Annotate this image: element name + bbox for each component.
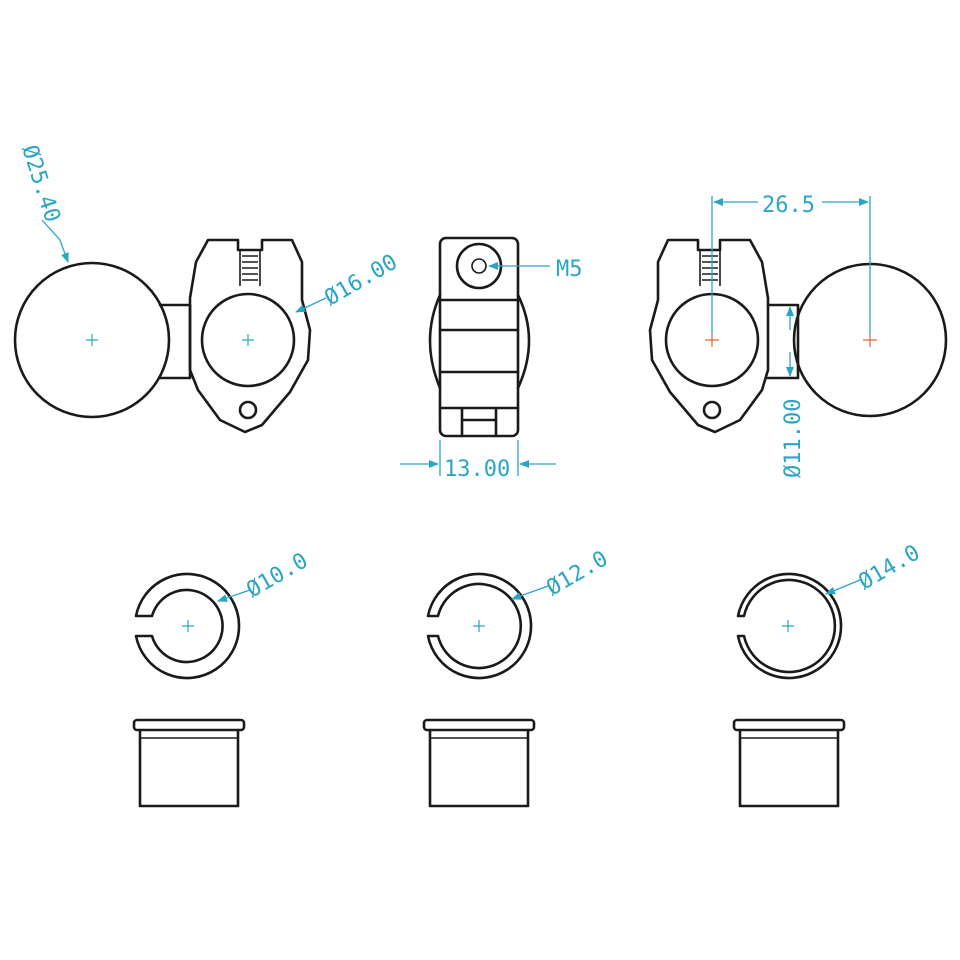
screw-label: M5 xyxy=(556,257,583,282)
insert-large-side-view xyxy=(732,718,846,808)
left-hinge-pin xyxy=(238,400,258,420)
clamp-bore-label: Ø16.00 xyxy=(321,250,402,311)
center-distance-label: 26.5 xyxy=(762,193,815,218)
insert-medium-label: Ø12.0 xyxy=(543,546,613,601)
left-ball-mount-view: Ø25.40 Ø16.00 xyxy=(13,142,402,434)
insert-medium-center-mark xyxy=(473,620,485,632)
ball-diameter-label: Ø25.40 xyxy=(16,142,64,225)
center-clamp-side-view: M5 13.00 xyxy=(400,236,583,482)
left-clamp-body xyxy=(188,238,312,434)
insert-large-ring xyxy=(736,572,843,680)
right-hinge-pin xyxy=(702,400,722,420)
insert-small-side-view xyxy=(132,718,246,808)
insert-large-leader xyxy=(825,579,861,595)
left-ball xyxy=(13,261,171,419)
insert-small-top-view: Ø10.0 xyxy=(134,548,313,680)
center-screw-head xyxy=(471,258,487,274)
right-clamp-body xyxy=(648,238,770,434)
insert-medium-top-view: Ø12.0 xyxy=(426,546,613,680)
insert-small-leader xyxy=(217,589,251,602)
insert-large-center-mark xyxy=(782,620,794,632)
insert-medium-flange xyxy=(422,718,536,732)
width-label: 13.00 xyxy=(444,457,510,482)
center-clamp-edges xyxy=(438,298,520,438)
insert-large-flange xyxy=(732,718,846,732)
left-bore-center-mark xyxy=(242,334,254,346)
insert-medium-leader xyxy=(511,585,549,600)
insert-medium-body xyxy=(428,728,530,808)
right-ball-center-mark xyxy=(863,333,877,347)
right-ball-mount-view: 26.5 Ø11.00 xyxy=(648,193,948,478)
insert-large-label: Ø14.0 xyxy=(855,540,925,595)
left-ball-center-mark xyxy=(86,334,98,346)
right-clamp-screw xyxy=(699,249,721,286)
insert-small-ring xyxy=(134,572,241,680)
insert-small-body xyxy=(138,728,240,808)
left-clamp-bore xyxy=(200,292,296,388)
ball-diameter-leader xyxy=(41,219,69,263)
right-ball-neck xyxy=(766,303,800,380)
center-clamp-body xyxy=(438,236,520,438)
neck-diameter-label: Ø11.00 xyxy=(781,399,806,478)
insert-small-center-mark xyxy=(182,620,194,632)
insert-small-label: Ø10.0 xyxy=(243,548,313,603)
left-clamp-screw xyxy=(239,249,261,286)
clamp-bore-leader xyxy=(295,297,327,313)
insert-medium-ring xyxy=(426,572,533,680)
center-ball-behind xyxy=(428,293,442,390)
center-ball-behind-right xyxy=(516,293,531,390)
insert-medium-side-view xyxy=(422,718,536,808)
insert-small-flange xyxy=(132,718,246,732)
insert-large-body xyxy=(738,728,840,808)
insert-large-top-view: Ø14.0 xyxy=(736,540,925,680)
right-bore-center-mark xyxy=(705,333,719,347)
